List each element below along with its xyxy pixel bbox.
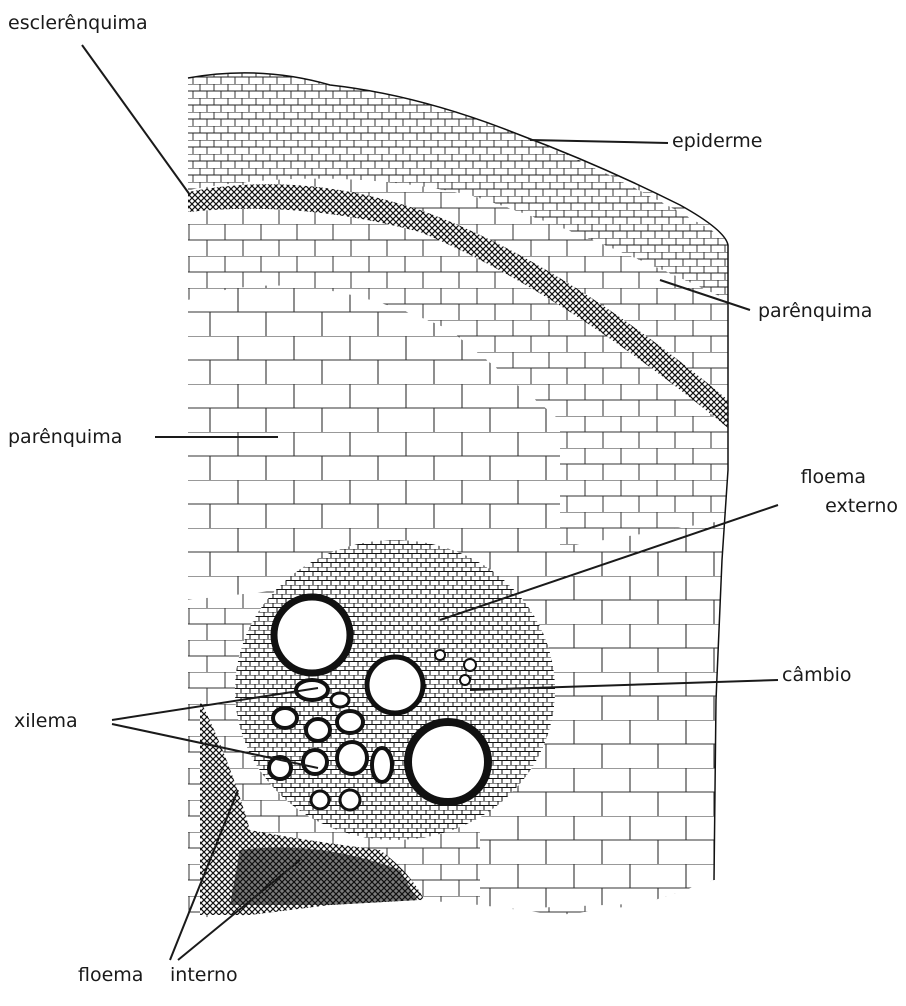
label-epiderme: epiderme [672,132,762,151]
label-cambio: câmbio [782,666,852,685]
label-parenquima-left: parênquima [8,428,122,447]
label-floema-interno-word2: interno [170,966,238,985]
label-esclerenquima: esclerênquima [8,14,148,33]
label-floema-externo-line2: externo [780,497,898,516]
leader-esclerenquima [82,45,190,195]
label-floema-externo-line1: floema [780,468,866,487]
leader-epiderme [530,140,668,143]
tissue-body [180,60,740,930]
label-parenquima-right: parênquima [758,302,872,321]
label-xilema: xilema [14,712,78,731]
label-floema-interno-word1: floema [78,966,143,985]
